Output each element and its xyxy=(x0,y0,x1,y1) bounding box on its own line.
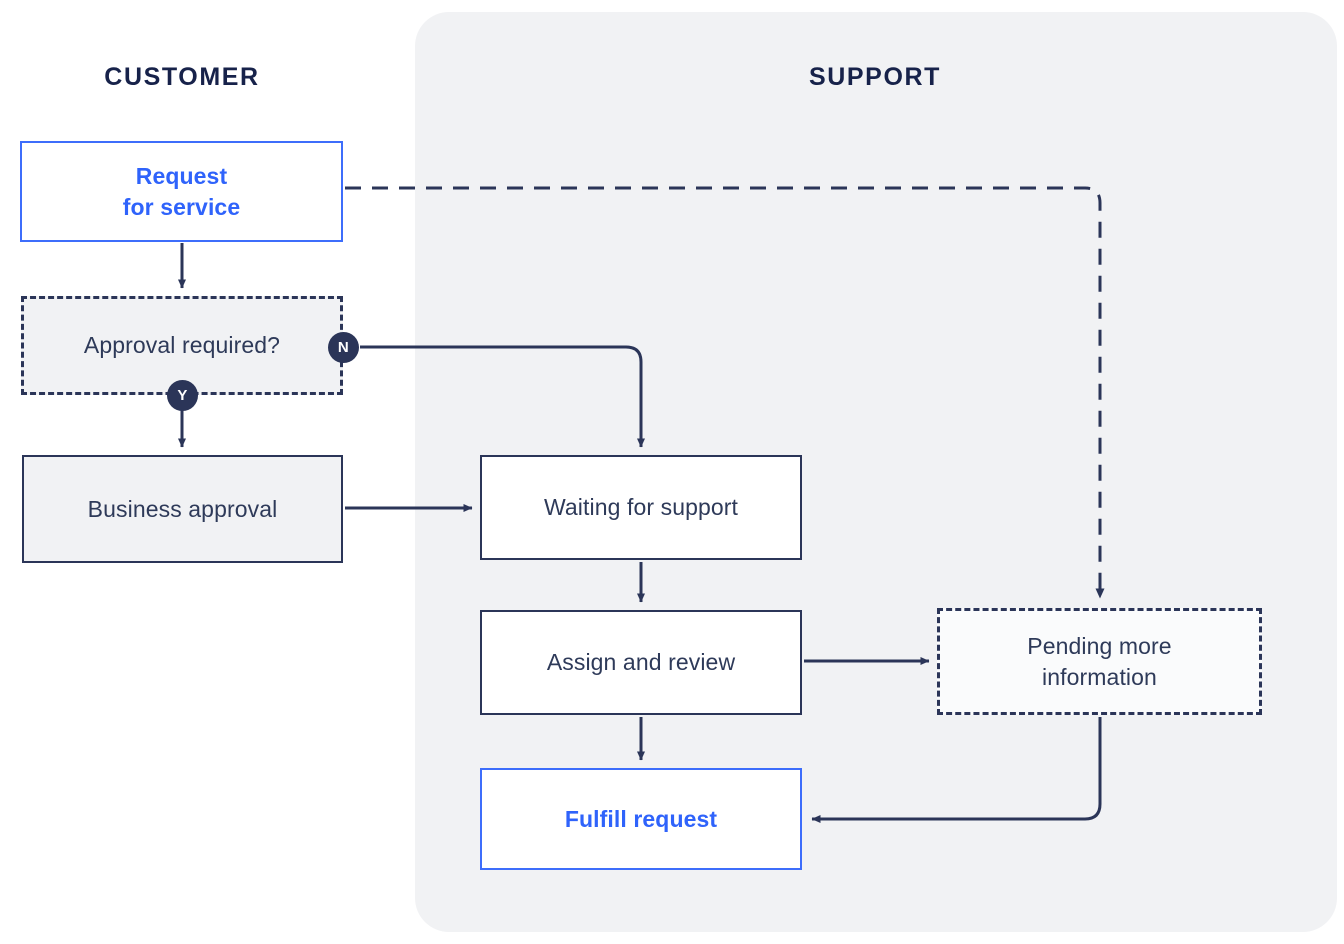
node-request-line2: for service xyxy=(122,193,241,220)
node-business-approval[interactable]: Business approval xyxy=(22,455,343,563)
decision-badge-yes: Y xyxy=(167,380,198,411)
node-pending-line2: information xyxy=(1042,663,1157,690)
lane-title-support: SUPPORT xyxy=(808,63,942,91)
node-approval-required[interactable]: Approval required? xyxy=(21,296,343,395)
node-fulfill-request[interactable]: Fulfill request xyxy=(480,768,802,870)
node-pending-more-information[interactable]: Pending more information xyxy=(937,608,1262,715)
node-assign-and-review[interactable]: Assign and review xyxy=(480,610,802,715)
node-request-label: Request for service xyxy=(123,161,240,222)
node-request-for-service[interactable]: Request for service xyxy=(20,141,343,242)
node-fulfill-label: Fulfill request xyxy=(564,805,718,832)
decision-badge-no: N xyxy=(328,332,359,363)
node-request-line1: Request xyxy=(135,163,228,190)
node-business-label: Business approval xyxy=(87,495,278,522)
node-assign-label: Assign and review xyxy=(546,649,736,676)
node-approval-label: Approval required? xyxy=(83,332,281,359)
node-pending-line1: Pending more xyxy=(1027,633,1172,660)
node-waiting-label: Waiting for support xyxy=(543,494,739,521)
node-pending-label: Pending more information xyxy=(1027,631,1171,692)
node-waiting-for-support[interactable]: Waiting for support xyxy=(480,455,802,560)
lane-title-customer: CUSTOMER xyxy=(104,63,260,91)
